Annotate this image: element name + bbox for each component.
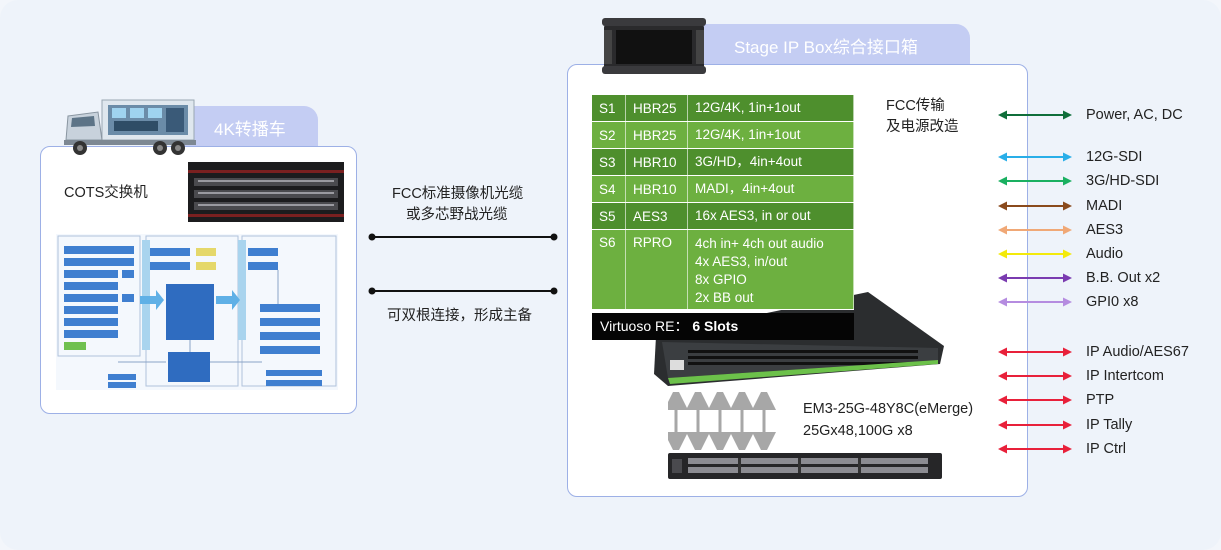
- ob-van-block-diagram: [56, 234, 338, 390]
- slot-description: 12G/4K, 1in+1out: [687, 121, 854, 149]
- virtuoso-slot-count: 6 Slots: [692, 318, 739, 334]
- dual-link-label: 可双根连接，形成主备: [387, 308, 532, 324]
- fiber-cable-label-line2: 或多芯野战光缆: [406, 207, 508, 223]
- signal-label: Audio: [1086, 246, 1124, 262]
- slot-description: MADI，4in+4out: [687, 175, 854, 203]
- signal-label: 12G-SDI: [1086, 149, 1143, 165]
- slot-id: S4: [592, 175, 626, 203]
- slot-id: S6: [592, 229, 626, 310]
- virtuoso-label: Virtuoso RE：: [600, 318, 689, 334]
- slot-description-line: 4x AES3, in/out: [695, 254, 788, 269]
- ob-truck-icon: [64, 99, 196, 155]
- slot-card: HBR25: [625, 95, 688, 122]
- slot-id: S5: [592, 202, 626, 230]
- emerge-switch-model: EM3-25G-48Y8C(eMerge): [803, 401, 974, 417]
- fcc-transmission-label-line1: FCC传输: [886, 98, 945, 114]
- signal-arrow: [998, 152, 1072, 162]
- slot-card: HBR10: [625, 175, 688, 203]
- slot-description-line: 12G/4K, 1in+1out: [695, 127, 801, 142]
- slot-description: 4ch in+ 4ch out audio 4x AES3, in/out 8x G…: [687, 229, 854, 310]
- signal-arrow: [998, 371, 1072, 381]
- slot-description-line: 3G/HD，4in+4out: [695, 154, 802, 169]
- slot-id: S1: [592, 95, 626, 122]
- slot-description-line: 4ch in+ 4ch out audio: [695, 236, 824, 251]
- signal-label: B.B. Out x2: [1086, 270, 1161, 286]
- slot-card: HBR10: [625, 148, 688, 176]
- signal-arrow: [998, 297, 1072, 307]
- slot-id: S3: [592, 148, 626, 176]
- signal-label: IP Audio/AES67: [1086, 344, 1189, 360]
- slot-description-line: 2x BB out: [695, 290, 754, 305]
- stage-ip-box-title: Stage IP Box综合接口箱: [734, 37, 918, 57]
- signal-arrow: [998, 273, 1072, 283]
- signal-label: PTP: [1086, 392, 1115, 408]
- slot-description: 12G/4K, 1in+1out: [687, 95, 854, 122]
- signal-arrow: [998, 225, 1072, 235]
- slot-description-line: 8x GPIO: [695, 272, 747, 287]
- fiber-link-backup: [368, 287, 558, 295]
- signal-label: AES3: [1086, 222, 1124, 238]
- signal-label: Power, AC, DC: [1086, 107, 1183, 123]
- signal-label: GPI0 x8: [1086, 294, 1139, 310]
- fiber-cable-label-line1: FCC标准摄像机光缆: [392, 186, 524, 202]
- emerge-switch-ports: 25Gx48,100G x8: [803, 423, 913, 439]
- signal-label: MADI: [1086, 198, 1123, 214]
- signal-arrow: [998, 249, 1072, 259]
- fiber-link-primary: [368, 233, 558, 241]
- signal-arrow: [998, 110, 1072, 120]
- slot-description: 3G/HD，4in+4out: [687, 148, 854, 176]
- slot-card: RPRO: [625, 229, 688, 310]
- signal-label: IP Intertcom: [1086, 368, 1164, 384]
- ob-van-title-tab: 4K转播车: [180, 106, 318, 148]
- rack-case-icon: [602, 18, 706, 74]
- slot-id: S2: [592, 121, 626, 149]
- slot-description-line: 16x AES3, in or out: [695, 208, 811, 223]
- signal-label: 3G/HD-SDI: [1086, 173, 1160, 189]
- ob-van-title: 4K转播车: [214, 119, 286, 139]
- slot-card: HBR25: [625, 121, 688, 149]
- signal-label: IP Tally: [1086, 417, 1133, 433]
- virtuoso-summary-bar: Virtuoso RE： 6 Slots: [592, 313, 854, 340]
- slot-description: 16x AES3, in or out: [687, 202, 854, 230]
- signal-arrow: [998, 176, 1072, 186]
- slot-description-line: MADI，4in+4out: [695, 181, 795, 196]
- signal-arrow: [998, 201, 1072, 211]
- slot-description-line: 12G/4K, 1in+1out: [695, 100, 801, 115]
- signal-label: IP Ctrl: [1086, 441, 1127, 457]
- switch-interconnect-arrows: [668, 392, 776, 450]
- signal-arrow: [998, 444, 1072, 454]
- signal-arrow: [998, 347, 1072, 357]
- cots-switch-label: COTS交换机: [64, 185, 148, 201]
- fcc-transmission-label-line2: 及电源改造: [886, 119, 959, 135]
- cots-switch-icon: [188, 162, 344, 222]
- emerge-switch-icon: [668, 453, 942, 479]
- signal-arrow: [998, 395, 1072, 405]
- signal-arrow: [998, 420, 1072, 430]
- slot-card: AES3: [625, 202, 688, 230]
